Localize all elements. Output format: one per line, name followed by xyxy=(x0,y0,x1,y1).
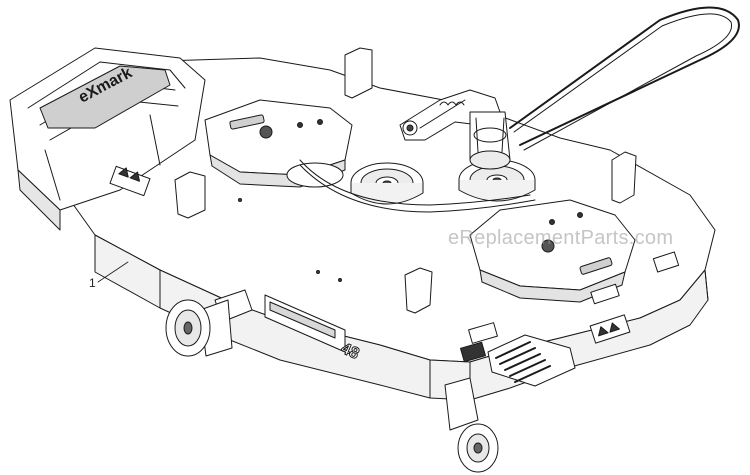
decal-group-front xyxy=(459,322,498,363)
anti-scalp-wheel-left xyxy=(165,289,253,357)
bracket-left-mid xyxy=(174,171,206,219)
watermark-text: eReplacementParts.com xyxy=(448,227,674,249)
deck-size-badge: 48 xyxy=(338,340,361,363)
front-vent-grille xyxy=(487,334,576,387)
anti-scalp-wheel-right xyxy=(444,377,499,473)
decal-group-left xyxy=(109,165,151,197)
bracket-right-rear xyxy=(611,151,637,204)
decal-group-right xyxy=(589,251,680,344)
bracket-rear-left xyxy=(344,47,373,99)
callout-number: 1 xyxy=(89,276,96,290)
brand-logo-plate xyxy=(39,65,171,129)
drive-belt xyxy=(509,6,740,146)
callout-leader xyxy=(97,261,129,283)
model-badge: 48 xyxy=(264,294,362,363)
bracket-front-center xyxy=(404,267,433,314)
idler-spring xyxy=(439,101,465,106)
